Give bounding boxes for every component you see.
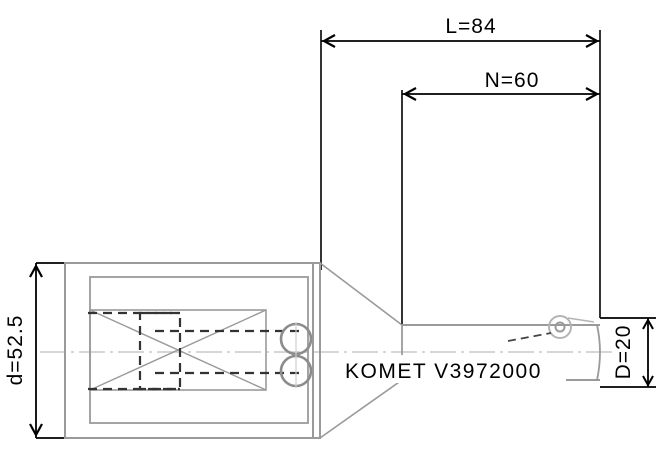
- hidden-internal-features: [88, 311, 300, 391]
- coolant-holes: [279, 322, 313, 388]
- taper-line-upper: [319, 262, 403, 326]
- label-backing: [474, 66, 552, 92]
- arrowhead-right-icon: [585, 87, 600, 101]
- arrowhead-left-icon: [321, 34, 336, 48]
- arrowhead-top-icon: [642, 317, 654, 330]
- chuck-inner-outline: [89, 276, 309, 424]
- insert-seat-detail: [507, 315, 595, 342]
- shank-end-face: [596, 324, 601, 381]
- insert-screw-inner-icon: [554, 321, 566, 333]
- projection-length-label: N=60: [485, 69, 540, 92]
- dimension-overall-length: L=84: [320, 12, 601, 318]
- arrowhead-top-icon: [29, 263, 43, 278]
- overall-length-label: L=84: [445, 15, 496, 38]
- insert-seat-line: [567, 317, 595, 323]
- dimension-shank-diameter: D=20: [600, 317, 656, 388]
- label-backing: [432, 12, 510, 38]
- taper-line-lower: [319, 379, 403, 439]
- dimension-projection-length: N=60: [401, 66, 600, 325]
- dimension-body-diameter: d=52.5: [4, 262, 320, 439]
- part-marking-label: KOMET V3972000: [345, 360, 542, 383]
- shank-diameter-label: D=20: [612, 325, 635, 380]
- taper-section: [319, 262, 403, 439]
- chuck-body: [64, 262, 321, 439]
- part-marking-backing: [342, 355, 566, 383]
- bore-diagonal-b: [89, 309, 267, 391]
- arrowhead-bottom-icon: [642, 375, 654, 388]
- arrowhead-bottom-icon: [29, 423, 43, 438]
- chuck-body-outline: [64, 262, 321, 439]
- arrowhead-left-icon: [402, 87, 417, 101]
- insert-edge-hidden-line: [507, 332, 552, 342]
- hidden-collet-box: [138, 311, 182, 391]
- insert-screw-outer-icon: [548, 315, 572, 339]
- body-diameter-label: d=52.5: [4, 315, 27, 386]
- arrowhead-right-icon: [585, 34, 600, 48]
